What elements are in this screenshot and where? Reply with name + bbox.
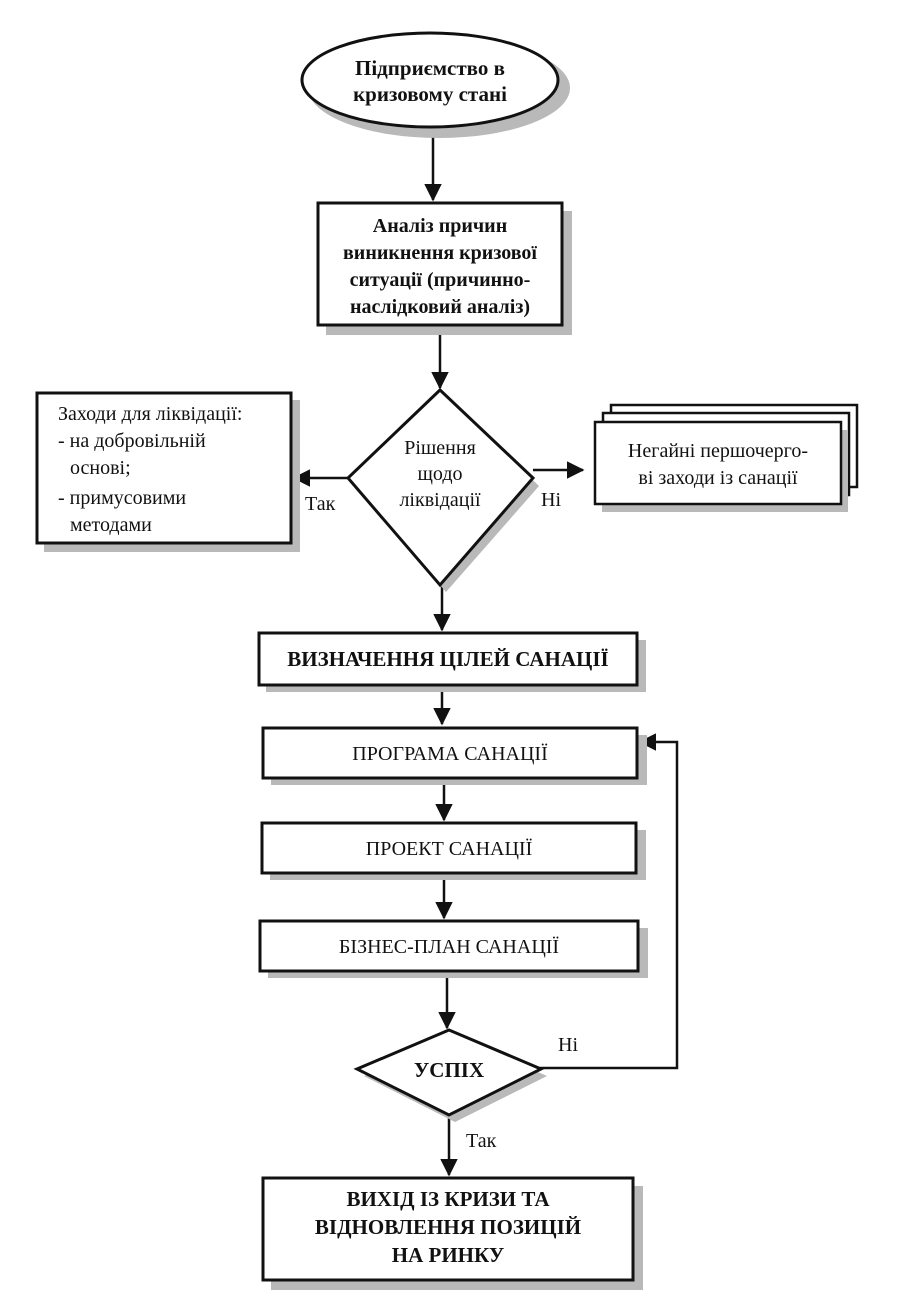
- project-node: ПРОЕКТ САНАЦІЇ: [260, 821, 646, 880]
- program-node-label: ПРОГРАМА САНАЦІЇ: [352, 742, 548, 765]
- success-node: УСПІХ: [353, 1028, 547, 1122]
- analysis-node-line-2: виникнення кризової: [343, 242, 537, 264]
- edge-label-no-urgent: Ні: [541, 489, 561, 511]
- liquidation-measures-line-5: методами: [70, 514, 152, 536]
- liquidation-measures-line-2: - на добровільній: [58, 430, 206, 452]
- urgent-measures-line-1: Негайні першочерго-: [628, 440, 808, 462]
- exit-node-line-2: ВІДНОВЛЕННЯ ПОЗИЦІЙ: [315, 1215, 581, 1239]
- success-node-label: УСПІХ: [414, 1058, 484, 1082]
- liquidation-measures-line-1: Заходи для ліквідації:: [58, 403, 242, 425]
- program-node: ПРОГРАМА САНАЦІЇ: [261, 726, 647, 785]
- decision-liquidation-line-1: Рішення: [404, 437, 476, 459]
- edge-label-no-loop: Ні: [558, 1034, 578, 1056]
- project-node-label: ПРОЕКТ САНАЦІЇ: [366, 837, 533, 860]
- goals-node-label: ВИЗНАЧЕННЯ ЦІЛЕЙ САНАЦІЇ: [287, 647, 608, 671]
- start-node-line-2: кризовому стані: [353, 82, 507, 106]
- liquidation-measures-line-4: - примусовими: [58, 487, 186, 509]
- business-plan-node-label: БІЗНЕС-ПЛАН САНАЦІЇ: [339, 935, 559, 958]
- analysis-node: Аналіз причин виникнення кризової ситуац…: [316, 201, 572, 335]
- exit-node-line-1: ВИХІД ІЗ КРИЗИ ТА: [346, 1187, 550, 1211]
- edge-label-yes-exit: Так: [466, 1130, 497, 1152]
- analysis-node-line-4: наслідковий аналіз): [350, 296, 530, 318]
- business-plan-node: БІЗНЕС-ПЛАН САНАЦІЇ: [258, 919, 648, 978]
- liquidation-measures-line-3: основі;: [70, 457, 131, 479]
- decision-liquidation-line-3: ліквідації: [399, 489, 481, 511]
- goals-node: ВИЗНАЧЕННЯ ЦІЛЕЙ САНАЦІЇ: [257, 631, 646, 692]
- arrow-success-loop-to-program: [540, 733, 679, 1070]
- liquidation-measures-node: Заходи для ліквідації: - на добровільній…: [35, 391, 300, 552]
- start-node: Підприємство в кризовому стані: [300, 31, 570, 138]
- decision-liquidation-line-2: щодо: [418, 463, 463, 485]
- decision-liquidation-node: Рішення щодо ліквідації: [345, 387, 539, 592]
- exit-node-line-3: НА РИНКУ: [392, 1243, 504, 1267]
- analysis-node-line-3: ситуації (причинно-: [350, 269, 531, 291]
- exit-node: ВИХІД ІЗ КРИЗИ ТА ВІДНОВЛЕННЯ ПОЗИЦІЙ НА…: [261, 1176, 643, 1290]
- urgent-measures-line-2: ві заходи із санації: [638, 467, 798, 489]
- start-node-line-1: Підприємство в: [355, 56, 505, 80]
- urgent-measures-node: Негайні першочерго- ві заходи із санації: [593, 403, 859, 512]
- analysis-node-line-1: Аналіз причин: [373, 215, 507, 237]
- edge-label-yes-liquidation: Так: [305, 493, 336, 515]
- connectors: [292, 128, 679, 1177]
